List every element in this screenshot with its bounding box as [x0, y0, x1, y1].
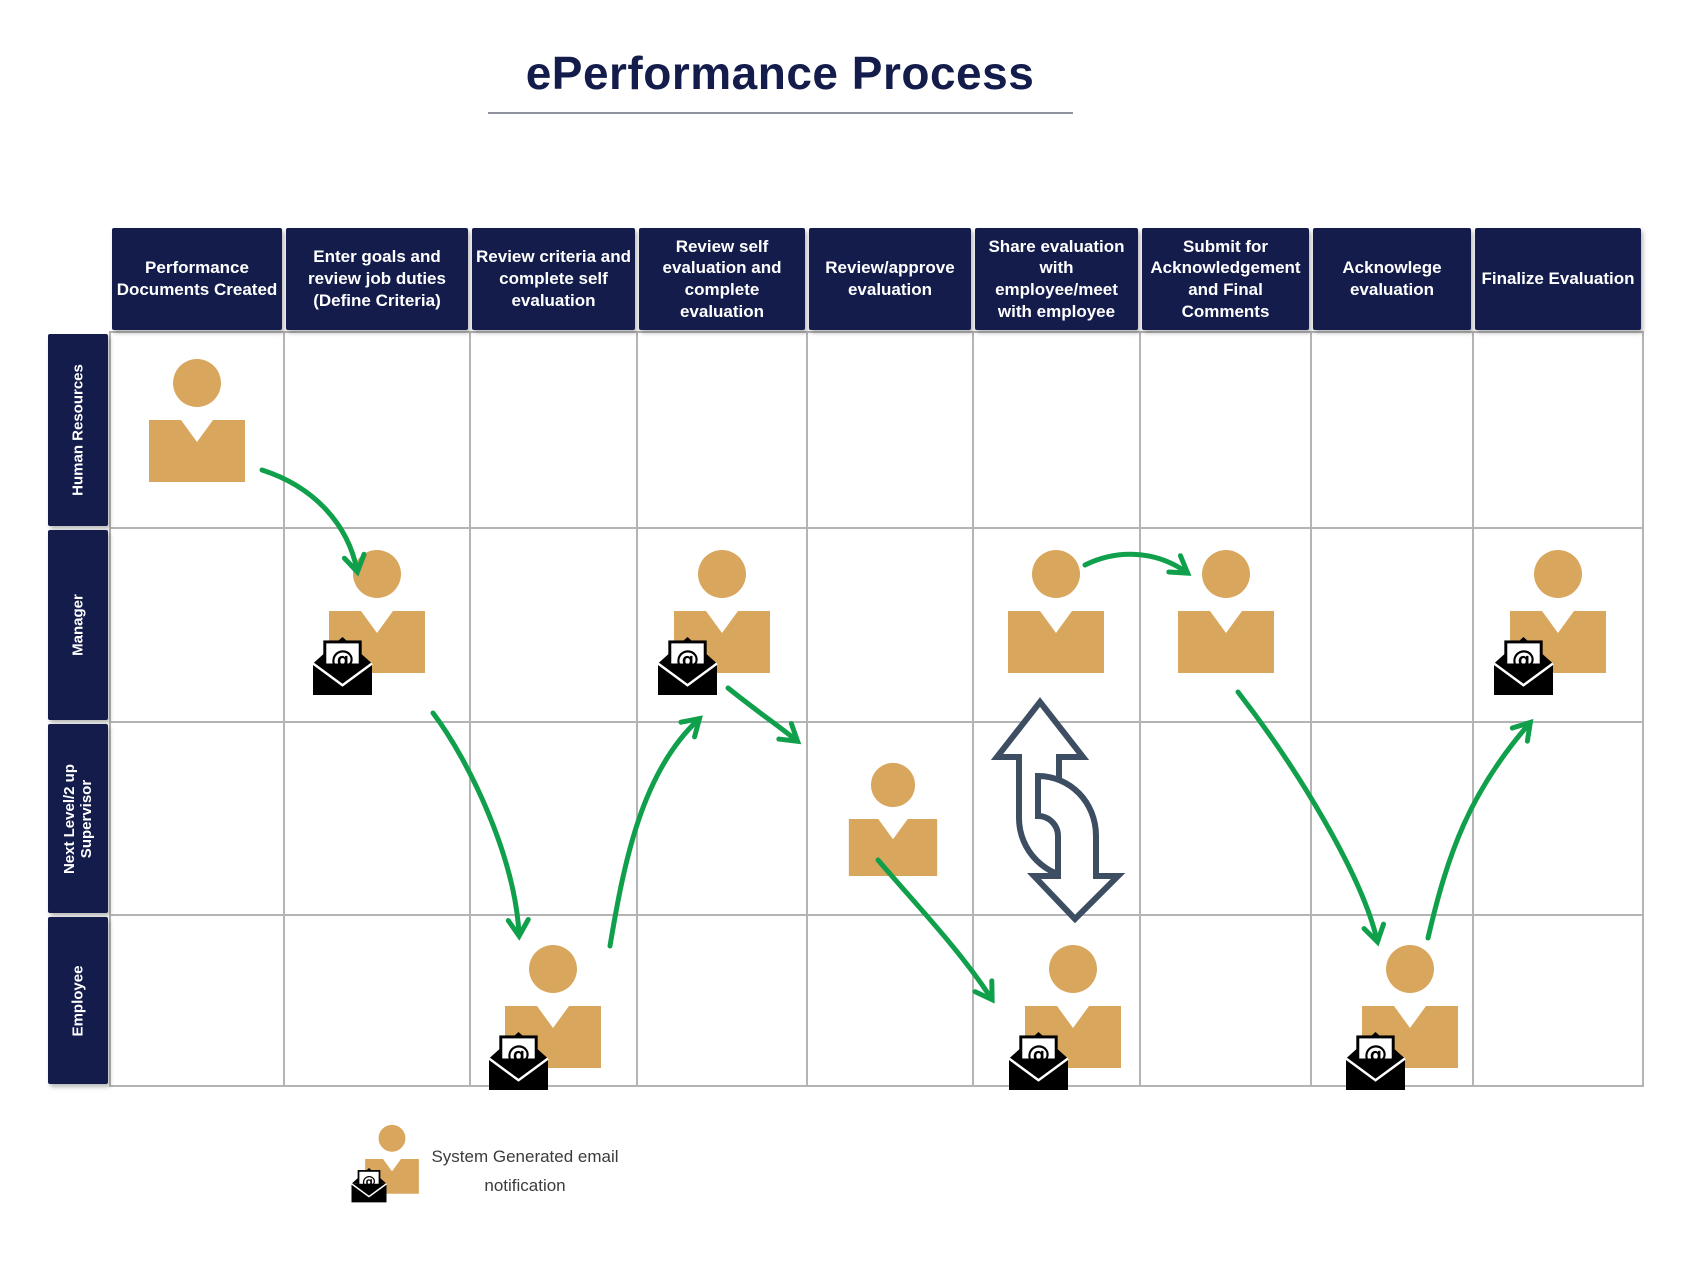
row-header-employee: Employee — [48, 917, 108, 1084]
email-glyph: @ — [488, 1032, 549, 1091]
email-glyph: @ — [312, 637, 373, 696]
page-title: ePerformance Process — [525, 47, 1035, 99]
row-header-label: Employee — [69, 965, 87, 1036]
legend-email-icon: @ — [350, 1168, 388, 1203]
column-header-step-8: Acknowlege evaluation — [1313, 228, 1471, 330]
system-email-icon-manager-step9: @ — [1492, 637, 1555, 696]
system-email-icon-manager-step4: @ — [656, 637, 719, 696]
person-icon-supervisor-step5 — [847, 762, 939, 877]
row-header-label: Manager — [69, 594, 87, 656]
system-email-icon-employee-step6: @ — [1007, 1032, 1070, 1091]
email-glyph: @ — [1008, 1032, 1069, 1091]
column-header-step-4: Review self evaluation and complete eval… — [639, 228, 805, 330]
email-glyph: @ — [1493, 637, 1554, 696]
person-glyph — [1008, 550, 1104, 673]
column-header-step-2: Enter goals and review job duties (Defin… — [286, 228, 468, 330]
column-header-step-9: Finalize Evaluation — [1475, 228, 1641, 330]
email-glyph: @ — [657, 637, 718, 696]
email-glyph: @ — [1345, 1032, 1406, 1091]
person-icon-manager-step7 — [1176, 549, 1276, 673]
person-glyph — [848, 762, 938, 877]
system-email-icon-employee-step3: @ — [487, 1032, 550, 1091]
person-icon-hr-step1 — [147, 358, 247, 482]
person-icon-manager-step6 — [1006, 549, 1106, 673]
person-glyph — [149, 359, 245, 482]
email-glyph: @ — [351, 1168, 387, 1203]
person-glyph — [1178, 550, 1274, 673]
title-block: ePerformance Process — [400, 46, 1160, 100]
legend-label: System Generated email notification — [431, 1147, 619, 1195]
row-header-next-level-2-up-supervisor: Next Level/2 up Supervisor — [48, 724, 108, 913]
system-email-icon-manager-step2: @ — [311, 637, 374, 696]
column-header-step-3: Review criteria and complete self evalua… — [472, 228, 635, 330]
column-header-step-1: Performance Documents Created — [112, 228, 282, 330]
title-underline — [488, 112, 1073, 114]
column-header-step-7: Submit for Acknowledgement and Final Com… — [1142, 228, 1309, 330]
row-header-human-resources: Human Resources — [48, 334, 108, 526]
system-email-icon-employee-step8: @ — [1344, 1032, 1407, 1091]
column-header-step-6: Share evaluation with employee/meet with… — [975, 228, 1138, 330]
row-header-label: Next Level/2 up Supervisor — [60, 763, 95, 874]
row-header-label: Human Resources — [69, 364, 87, 496]
row-header-manager: Manager — [48, 530, 108, 720]
column-header-step-5: Review/approve evaluation — [809, 228, 971, 330]
